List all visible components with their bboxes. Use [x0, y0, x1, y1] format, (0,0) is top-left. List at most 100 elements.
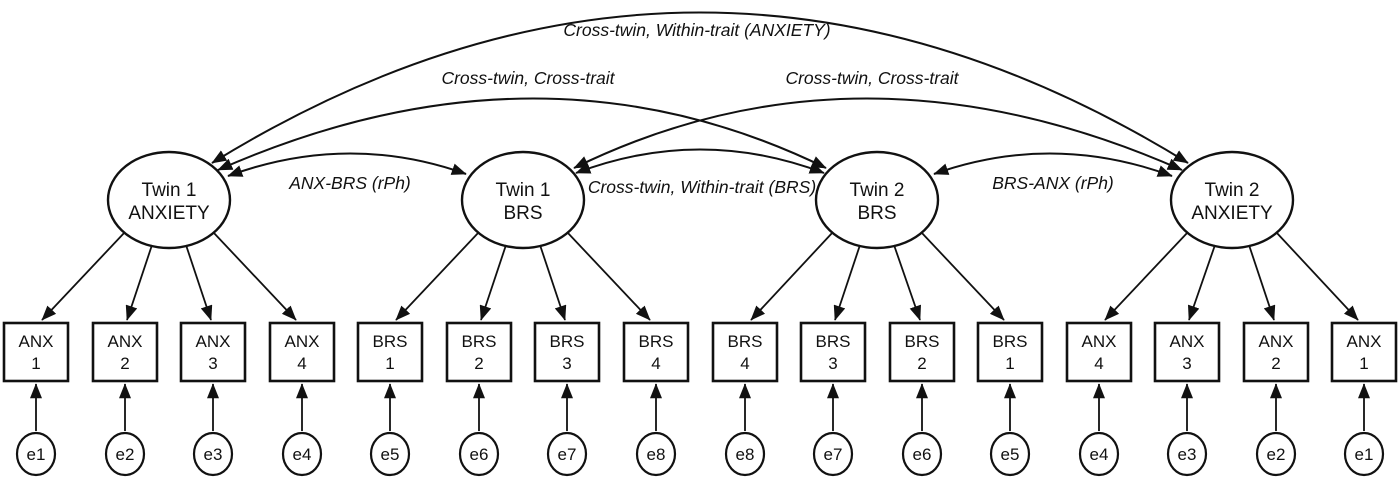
- loading-arrow: [1187, 244, 1216, 321]
- observed-box: [976, 321, 1044, 383]
- covariance-paths: Cross-twin, Within-trait (ANXIETY) Cross…: [211, 11, 1189, 197]
- observed-variables: ANX 1 ANX 2 ANX 3 ANX 4 BRS 1 BRS 2 BRS …: [2, 321, 1398, 383]
- latent-label: BRS: [857, 203, 896, 224]
- error-label: e2: [1267, 445, 1286, 464]
- loading-arrow: [479, 244, 507, 321]
- error-circle: [458, 431, 500, 477]
- observed-label: ANX: [196, 332, 231, 351]
- latent-label: ANXIETY: [1191, 203, 1273, 224]
- observed-label: 3: [1182, 354, 1191, 373]
- error-label: e7: [824, 445, 843, 464]
- observed-label: ANX: [19, 332, 54, 351]
- observed-label: 4: [1094, 354, 1103, 373]
- observed-label: 4: [297, 354, 306, 373]
- error-circle: [1078, 431, 1120, 477]
- loading-arrow: [125, 244, 153, 321]
- path-cross-twin-within-brs: [575, 148, 825, 174]
- observed-box: [1153, 321, 1221, 383]
- observed-label: ANX: [1259, 332, 1294, 351]
- error-circle: [15, 431, 57, 477]
- path-label-anx-brs-rph: ANX-BRS (rPh): [288, 173, 411, 193]
- path-label-cross-twin-cross-trait-right: Cross-twin, Cross-trait: [785, 68, 959, 88]
- observed-label: 2: [120, 354, 129, 373]
- loading-arrow: [750, 231, 834, 321]
- loading-arrow: [1275, 231, 1359, 321]
- latent-label: Twin 2: [850, 180, 905, 201]
- observed-label: BRS: [462, 332, 497, 351]
- loading-arrow: [1104, 231, 1189, 321]
- observed-label: 1: [385, 354, 394, 373]
- observed-box: [1330, 321, 1398, 383]
- loading-arrow: [566, 231, 651, 321]
- error-circle: [901, 431, 943, 477]
- observed-box: [2, 321, 70, 383]
- loading-arrow: [920, 231, 1005, 321]
- observed-label: 1: [31, 354, 40, 373]
- path-cross-twin-within-anxiety: [211, 11, 1189, 164]
- error-label: e3: [204, 445, 223, 464]
- error-label: e6: [913, 445, 932, 464]
- error-label: e6: [470, 445, 489, 464]
- observed-label: 1: [1005, 354, 1014, 373]
- error-label: e4: [1090, 445, 1109, 464]
- observed-label: BRS: [905, 332, 940, 351]
- loading-arrow: [539, 244, 567, 321]
- observed-box: [711, 321, 779, 383]
- path-label-brs-anx-rph: BRS-ANX (rPh): [992, 173, 1114, 193]
- path-label-cross-twin-cross-trait-left: Cross-twin, Cross-trait: [441, 68, 615, 88]
- error-circle: [1255, 431, 1297, 477]
- error-circle: [724, 431, 766, 477]
- error-circle: [1343, 431, 1385, 477]
- loading-arrow: [185, 244, 213, 321]
- observed-label: 4: [740, 354, 749, 373]
- error-label: e5: [381, 445, 400, 464]
- error-label: e8: [647, 445, 666, 464]
- error-circle: [635, 431, 677, 477]
- latent-variables: Twin 1 ANXIETY Twin 1 BRS Twin 2 BRS Twi…: [106, 150, 1295, 250]
- observed-box: [888, 321, 956, 383]
- observed-label: ANX: [1082, 332, 1117, 351]
- observed-box: [91, 321, 159, 383]
- error-label: e7: [558, 445, 577, 464]
- error-circle: [192, 431, 234, 477]
- observed-box: [268, 321, 336, 383]
- latent-ellipse-twin2-anxiety: [1169, 150, 1295, 250]
- error-label: e4: [293, 445, 312, 464]
- observed-label: 3: [828, 354, 837, 373]
- loading-arrow: [893, 244, 922, 321]
- path-label-cross-twin-within-brs: Cross-twin, Within-trait (BRS): [588, 177, 816, 197]
- path-label-cross-twin-within-anxiety: Cross-twin, Within-trait (ANXIETY): [563, 20, 830, 40]
- error-circle: [989, 431, 1031, 477]
- error-circle: [281, 431, 323, 477]
- observed-label: ANX: [108, 332, 143, 351]
- latent-label: Twin 1: [142, 180, 197, 201]
- error-circle: [546, 431, 588, 477]
- observed-box: [356, 321, 424, 383]
- observed-label: BRS: [993, 332, 1028, 351]
- latent-label: BRS: [503, 203, 542, 224]
- error-circle: [104, 431, 146, 477]
- observed-label: BRS: [639, 332, 674, 351]
- error-circle: [812, 431, 854, 477]
- error-label: e3: [1178, 445, 1197, 464]
- error-circle: [369, 431, 411, 477]
- loading-arrow: [41, 231, 126, 321]
- observed-label: BRS: [728, 332, 763, 351]
- observed-box: [533, 321, 601, 383]
- loading-arrow: [1248, 244, 1276, 321]
- latent-label: Twin 1: [496, 180, 551, 201]
- observed-label: ANX: [1170, 332, 1205, 351]
- loading-arrow: [395, 231, 480, 321]
- observed-box: [1065, 321, 1133, 383]
- observed-box: [1242, 321, 1310, 383]
- loading-arrow: [833, 244, 861, 321]
- observed-label: 2: [474, 354, 483, 373]
- observed-label: 1: [1359, 354, 1368, 373]
- error-label: e1: [1355, 445, 1374, 464]
- observed-label: BRS: [550, 332, 585, 351]
- observed-label: 4: [651, 354, 660, 373]
- observed-box: [622, 321, 690, 383]
- observed-box: [445, 321, 513, 383]
